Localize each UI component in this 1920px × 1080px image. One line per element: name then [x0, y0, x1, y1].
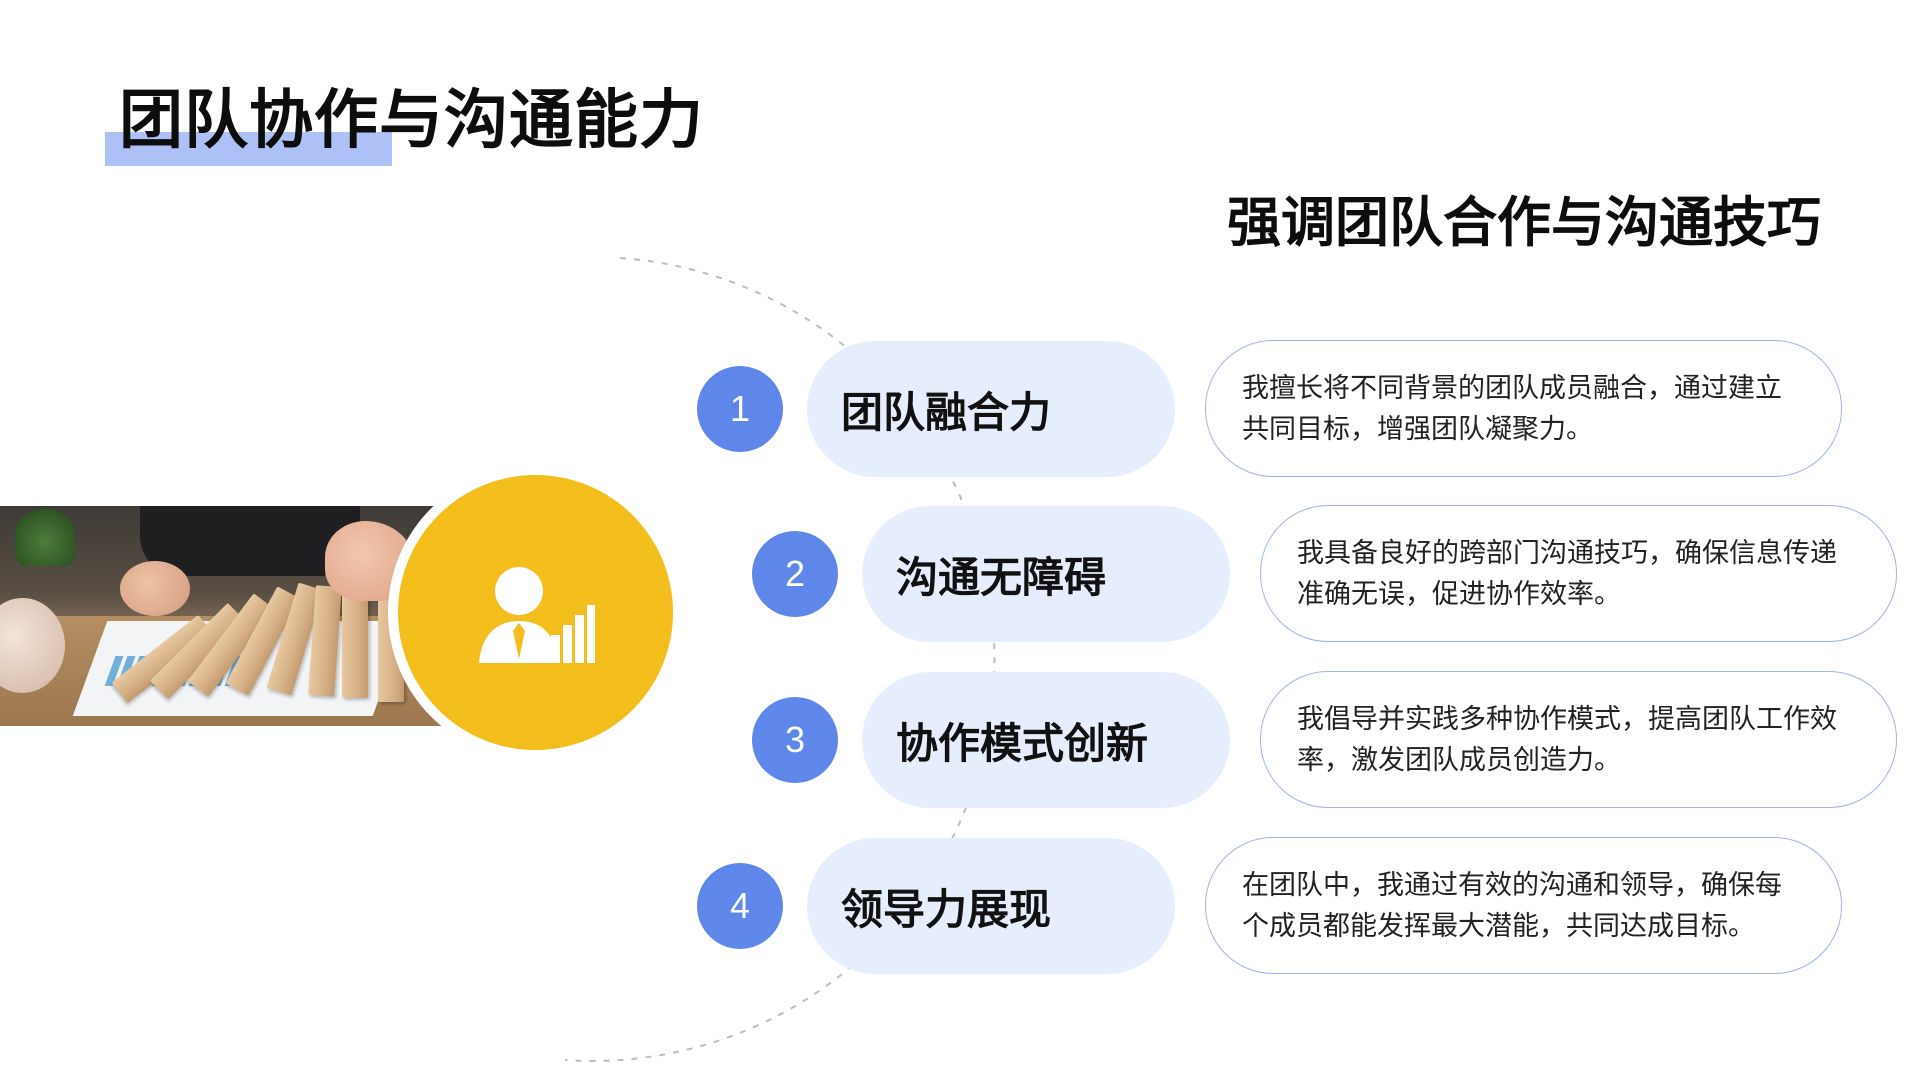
item-title: 团队融合力	[841, 387, 1052, 437]
item-number-badge: 4	[697, 863, 783, 949]
item-title-pill: 团队融合力	[807, 341, 1175, 477]
item-title-pill: 沟通无障碍	[862, 506, 1230, 642]
item-title-pill: 协作模式创新	[862, 672, 1230, 808]
item-description: 我倡导并实践多种协作模式，提高团队工作效率，激发团队成员创造力。	[1297, 703, 1837, 776]
item-description-box: 我具备良好的跨部门沟通技巧，确保信息传递准确无误，促进协作效率。	[1260, 505, 1897, 642]
feature-circle	[398, 475, 673, 750]
item-number-badge: 3	[752, 697, 838, 783]
item-description-box: 我倡导并实践多种协作模式，提高团队工作效率，激发团队成员创造力。	[1260, 671, 1897, 808]
item-title: 协作模式创新	[896, 718, 1149, 768]
piggy-bank	[0, 598, 65, 693]
business-photo	[0, 506, 445, 726]
page-subtitle: 强调团队合作与沟通技巧	[1227, 191, 1821, 254]
page-title: 团队协作与沟通能力	[119, 84, 704, 158]
item-title: 沟通无障碍	[896, 552, 1107, 602]
item-number-badge: 1	[697, 366, 783, 452]
item-description: 我具备良好的跨部门沟通技巧，确保信息传递准确无误，促进协作效率。	[1297, 537, 1837, 610]
item-description-box: 在团队中，我通过有效的沟通和领导，确保每个成员都能发挥最大潜能，共同达成目标。	[1205, 837, 1842, 974]
item-title-pill: 领导力展现	[807, 838, 1175, 974]
item-description: 我擅长将不同背景的团队成员融合，通过建立共同目标，增强团队凝聚力。	[1242, 372, 1782, 445]
item-title: 领导力展现	[841, 884, 1052, 934]
item-description: 在团队中，我通过有效的沟通和领导，确保每个成员都能发挥最大潜能，共同达成目标。	[1242, 869, 1782, 942]
team-performance-chart-icon	[478, 566, 595, 663]
item-description-box: 我擅长将不同背景的团队成员融合，通过建立共同目标，增强团队凝聚力。	[1205, 340, 1842, 477]
item-number-badge: 2	[752, 531, 838, 617]
title-highlight-bar	[105, 132, 392, 166]
title-block: 团队协作与沟通能力	[105, 78, 704, 178]
